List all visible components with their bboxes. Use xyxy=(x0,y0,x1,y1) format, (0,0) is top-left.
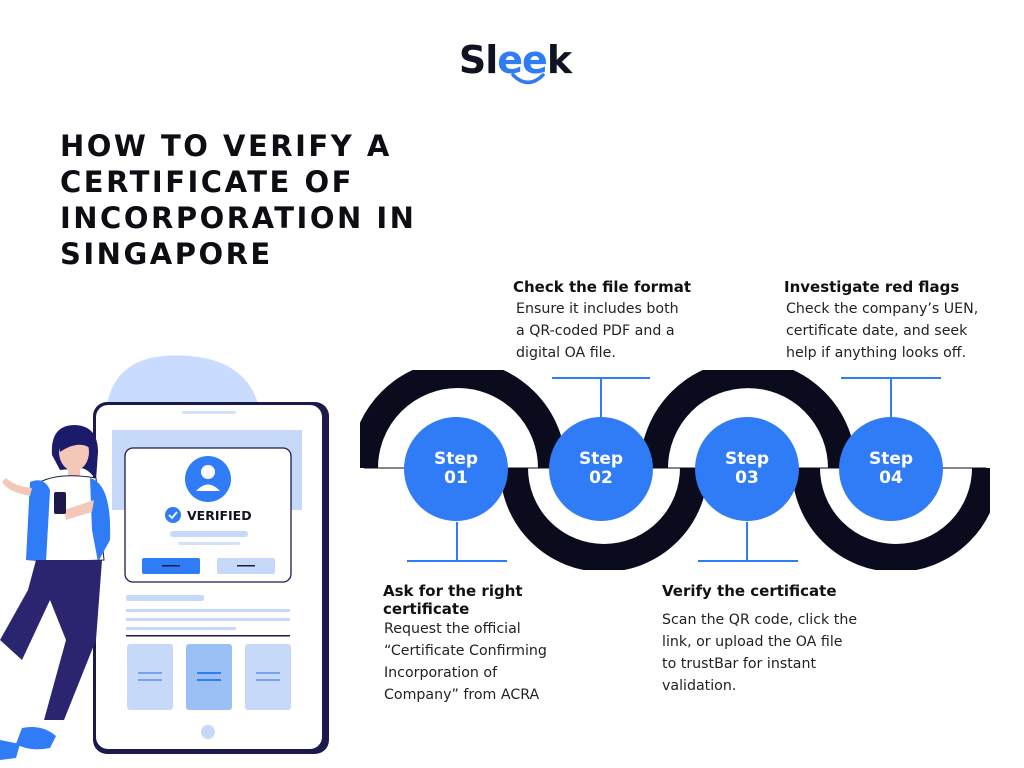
step-number: 01 xyxy=(444,468,468,488)
tile-dash xyxy=(256,672,280,674)
wave-arc-4 xyxy=(792,467,990,570)
tile-dash xyxy=(138,672,162,674)
tile xyxy=(186,644,232,710)
step-03-connector-stem xyxy=(746,522,748,560)
button-dash xyxy=(237,565,255,567)
title-line: CERTIFICATE OF xyxy=(60,165,354,199)
check-badge-icon xyxy=(165,507,181,523)
woman-figure xyxy=(0,425,111,760)
steps-wave xyxy=(360,370,990,570)
step-01-heading: Ask for the right certificate xyxy=(383,582,523,618)
placeholder-line xyxy=(126,627,236,630)
step-label: Step xyxy=(578,449,624,469)
title-line: HOW TO VERIFY A xyxy=(60,129,392,163)
tile xyxy=(127,644,173,710)
placeholder-line xyxy=(126,609,290,612)
title-line: SINGAPORE xyxy=(60,237,273,271)
placeholder-line xyxy=(126,618,290,621)
placeholder-line xyxy=(178,542,240,545)
step-01-description: Request the official “Certificate Confir… xyxy=(384,621,547,703)
step-03-heading: Verify the certificate xyxy=(662,582,837,600)
step-04-description: Check the company’s UEN, certificate dat… xyxy=(786,301,979,361)
profile-card xyxy=(124,447,292,583)
step-03-connector-bar xyxy=(698,560,798,562)
step-02-circle: Step 02 xyxy=(549,417,653,521)
step-label: Step xyxy=(868,449,914,469)
home-button xyxy=(201,725,215,739)
tile xyxy=(245,644,291,710)
step-label: Step xyxy=(433,449,479,469)
step-02-description: Ensure it includes both a QR-coded PDF a… xyxy=(516,301,679,361)
step-label: Step xyxy=(724,449,770,469)
title-line: INCORPORATION IN xyxy=(60,201,417,235)
tile-dash xyxy=(197,672,221,674)
step-01-connector-stem xyxy=(456,522,458,560)
step-04-connector-stem xyxy=(890,377,892,417)
step-03-description: Scan the QR code, click the link, or upl… xyxy=(662,612,858,694)
step-number: 02 xyxy=(589,468,613,488)
tile-dash xyxy=(138,679,162,681)
tablet-speaker xyxy=(182,411,236,414)
check-mark-icon xyxy=(168,511,178,520)
avatar-head-icon xyxy=(201,465,215,479)
tile-dash xyxy=(256,679,280,681)
placeholder-line xyxy=(170,531,248,537)
step-04-heading: Investigate red flags xyxy=(784,278,960,296)
step-03-circle: Step 03 xyxy=(695,417,799,521)
wave-arc-2 xyxy=(500,467,708,570)
wave-arc-3 xyxy=(640,370,856,469)
avatar-body-icon xyxy=(196,484,220,491)
logo-text-prefix: Sl xyxy=(458,38,498,82)
tile-dash xyxy=(197,679,221,681)
logo-smile-icon xyxy=(511,73,545,85)
divider xyxy=(126,635,290,637)
verification-illustration: VERIFIED xyxy=(0,355,329,760)
placeholder-line xyxy=(126,595,204,601)
verified-badge-text: VERIFIED xyxy=(187,508,252,523)
wave-arc-1 xyxy=(360,370,566,469)
step-04-circle: Step 04 xyxy=(839,417,943,521)
logo-text-suffix: k xyxy=(546,38,572,82)
logo-text-eyes: ee xyxy=(497,38,548,82)
button-dash xyxy=(162,565,180,567)
step-02-heading: Check the file format xyxy=(513,278,692,296)
page-title: HOW TO VERIFY A CERTIFICATE OF INCORPORA… xyxy=(60,128,480,272)
step-number: 04 xyxy=(879,468,903,488)
sleek-logo: Sleek xyxy=(440,32,590,88)
step-number: 03 xyxy=(735,468,759,488)
step-01-connector-bar xyxy=(407,560,507,562)
step-02-connector-stem xyxy=(600,377,602,417)
step-01-circle: Step 01 xyxy=(404,417,508,521)
